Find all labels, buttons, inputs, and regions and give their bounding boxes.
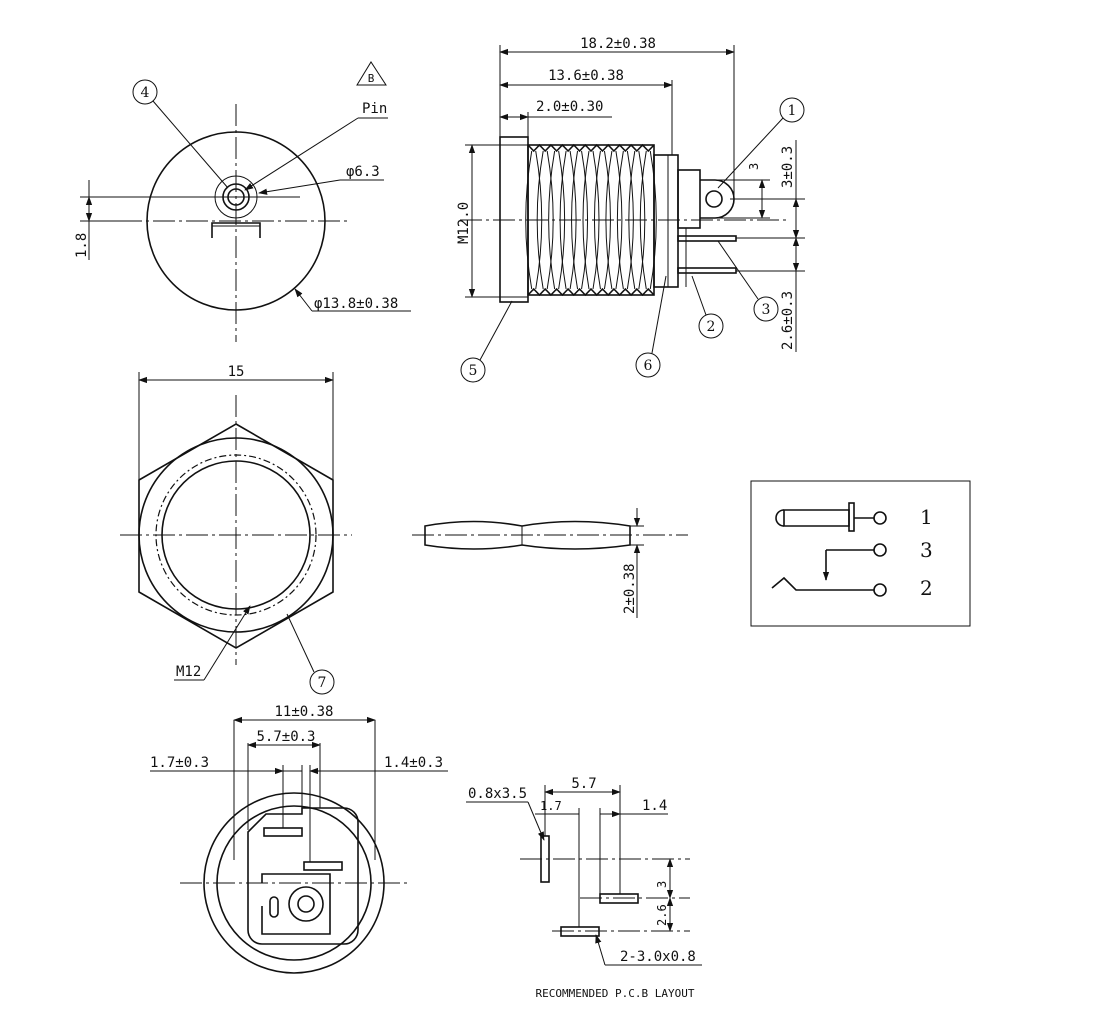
pin-1-spacing: 3±0.3: [780, 146, 796, 188]
callout-3-bubble: [753, 296, 779, 322]
callout-7-bubble: [309, 669, 335, 695]
overall-width: 11±0.38: [274, 704, 333, 720]
nut-thread: M12: [176, 664, 201, 680]
pin-diameter: φ6.3: [346, 164, 380, 180]
callout-7: 7: [318, 675, 327, 691]
terminal-3: [873, 543, 887, 557]
front-view: 1.8 4 B Pin φ6.3 φ13.8±0.38: [74, 61, 411, 342]
nut-view: 15 M12 7: [120, 364, 352, 695]
sleeve-contact: [771, 576, 874, 591]
pin-schematic: 1 3 2: [750, 480, 971, 627]
callout-6: 6: [644, 358, 653, 374]
total-length: 18.2±0.38: [580, 36, 656, 52]
right-pad-width: 1.4±0.3: [384, 755, 443, 771]
pcb-right-offset: 1.4: [642, 798, 667, 814]
barrel-outer: [288, 886, 324, 922]
pin-3-label: 3: [920, 538, 933, 562]
callout-2: 2: [707, 319, 716, 335]
left-pad-width: 1.7±0.3: [150, 755, 209, 771]
pcb-left-offset: 1.7: [540, 799, 562, 813]
locating-slot: [269, 896, 279, 918]
lug-base: [677, 169, 701, 229]
side-view: 18.2±0.38 13.6±0.38 2.0±0.30 M12.0 3 3±0…: [456, 36, 805, 383]
callout-3: 3: [762, 302, 771, 318]
terminal-1: [873, 511, 887, 525]
callout-1: 1: [788, 103, 797, 119]
callout-5: 5: [469, 363, 478, 379]
revision-letter: B: [368, 72, 375, 85]
slot-a-size: 0.8x3.5: [468, 786, 527, 802]
plug-tip: [783, 509, 850, 527]
flange-thickness: 2.0±0.30: [536, 99, 603, 115]
plug-collar: [848, 502, 855, 532]
callout-4-bubble: [132, 79, 158, 105]
callout-2-bubble: [698, 313, 724, 339]
thread-edge: [527, 143, 655, 153]
pin-3-tab: [677, 235, 737, 242]
callout-1-bubble: [779, 97, 805, 123]
pin-1-lug: [700, 179, 735, 219]
callout-5-bubble: [460, 357, 486, 383]
callout-4: 4: [141, 85, 150, 101]
rear-housing: [653, 154, 679, 288]
pad-3: [263, 827, 303, 837]
washer-thickness: 2±0.38: [622, 563, 638, 614]
barrel-block: [261, 873, 331, 935]
revision-triangle: [356, 61, 387, 86]
outer-diameter: φ13.8±0.38: [314, 296, 398, 312]
terminal-2: [873, 583, 887, 597]
pin-2-spacing: 2.6±0.3: [780, 291, 796, 350]
pcb-vertical-1: 3: [655, 881, 669, 888]
lug-hole: [705, 190, 723, 208]
housing-outline: [247, 807, 359, 945]
slot-b-size: 2-3.0x0.8: [620, 949, 696, 965]
bottom-view: 11±0.38 5.7±0.3 1.7±0.3 1.4±0.3: [150, 704, 448, 974]
washer-view: 2±0.38: [412, 508, 688, 618]
pin-1-label: 1: [920, 505, 933, 529]
pcb-vertical-2: 2.6: [655, 904, 669, 926]
thread-diameter: M12.0: [456, 202, 472, 244]
pcb-caption: RECOMMENDED P.C.B LAYOUT: [536, 987, 695, 1000]
thread-edge: [527, 287, 655, 297]
schematic-frame: [750, 480, 971, 627]
pin-label: Pin: [362, 101, 387, 117]
barrel-hole: [297, 895, 315, 913]
thread-length: 13.6±0.38: [548, 68, 624, 84]
offset-dimension: 1.8: [74, 233, 90, 258]
nut-width: 15: [228, 364, 245, 380]
pin-spacing: 5.7±0.3: [256, 729, 315, 745]
callout-6-bubble: [635, 352, 661, 378]
pin-2-tab: [677, 267, 737, 274]
pad-2: [303, 861, 343, 871]
pin-2-label: 2: [920, 576, 933, 600]
lug-height: 3: [747, 163, 761, 170]
pcb-layout: 5.7 1.7 1.4 0.8x3.5 3 2.6 2-3.0x0.8 RECO…: [466, 776, 702, 1000]
pcb-span: 5.7: [571, 776, 596, 792]
